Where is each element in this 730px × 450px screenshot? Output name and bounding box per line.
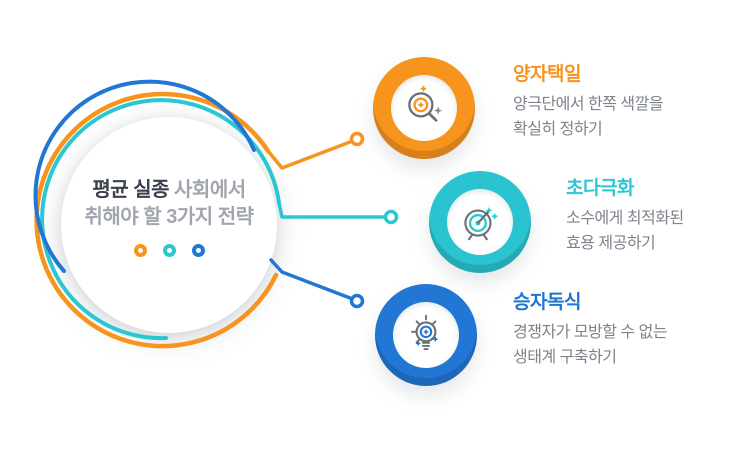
connector-line-3 (269, 258, 352, 300)
dot-teal (162, 244, 176, 257)
badge-1-inner (391, 75, 457, 141)
item-3-description-line1: 경쟁자가 모방할 수 없는 (513, 324, 668, 341)
item-2-description-line1: 소수에게 최적화된 (566, 210, 684, 227)
arc-blue (33, 79, 256, 273)
item-1-description: 양극단에서 한쪽 색깔을 확실히 정하기 (513, 92, 664, 142)
item-2-description-line2: 효용 제공하기 (566, 235, 656, 252)
item-1-description-line1: 양극단에서 한쪽 색깔을 (513, 96, 664, 113)
magnifier-icon (408, 85, 443, 122)
connector-node-1 (349, 131, 365, 147)
main-heading-line2: 취해야 할 3가지 전략 (84, 206, 255, 228)
badge-1 (373, 57, 475, 159)
target-dart-icon (464, 206, 498, 241)
item-2-title: 초다극화 (566, 178, 634, 199)
item-3-description-line2: 생태계 구축하기 (513, 349, 617, 366)
badge-2-inner (447, 189, 513, 255)
item-2-description: 소수에게 최적화된 효용 제공하기 (566, 206, 684, 256)
main-heading-highlight: 평균 실종 (92, 179, 170, 201)
dot-orange (133, 244, 147, 257)
item-3-description: 경쟁자가 모방할 수 없는 생태계 구축하기 (513, 320, 668, 370)
item-3: 승자독식 경쟁자가 모방할 수 없는 생태계 구축하기 (513, 291, 668, 370)
item-1-title: 양자택일 (513, 64, 581, 85)
item-1: 양자택일 양극단에서 한쪽 색깔을 확실히 정하기 (513, 63, 664, 142)
connector-node-3 (349, 293, 365, 309)
arc-orange (34, 91, 279, 349)
badge-2 (429, 171, 531, 273)
item-3-title: 승자독식 (513, 292, 581, 313)
connector-line-1 (266, 140, 352, 170)
item-1-description-line2: 확실히 정하기 (513, 121, 603, 138)
lightbulb-icon (410, 314, 438, 351)
badge-3-inner (393, 302, 459, 368)
connector-node-2 (383, 209, 399, 225)
item-2: 초다극화 소수에게 최적화된 효용 제공하기 (566, 177, 684, 256)
badge-3 (375, 284, 477, 386)
arc-teal (40, 98, 281, 341)
main-heading-rest: 사회에서 (174, 179, 246, 201)
progress-dots (61, 244, 277, 257)
connector-line-2 (277, 201, 385, 219)
dot-blue (191, 244, 205, 257)
